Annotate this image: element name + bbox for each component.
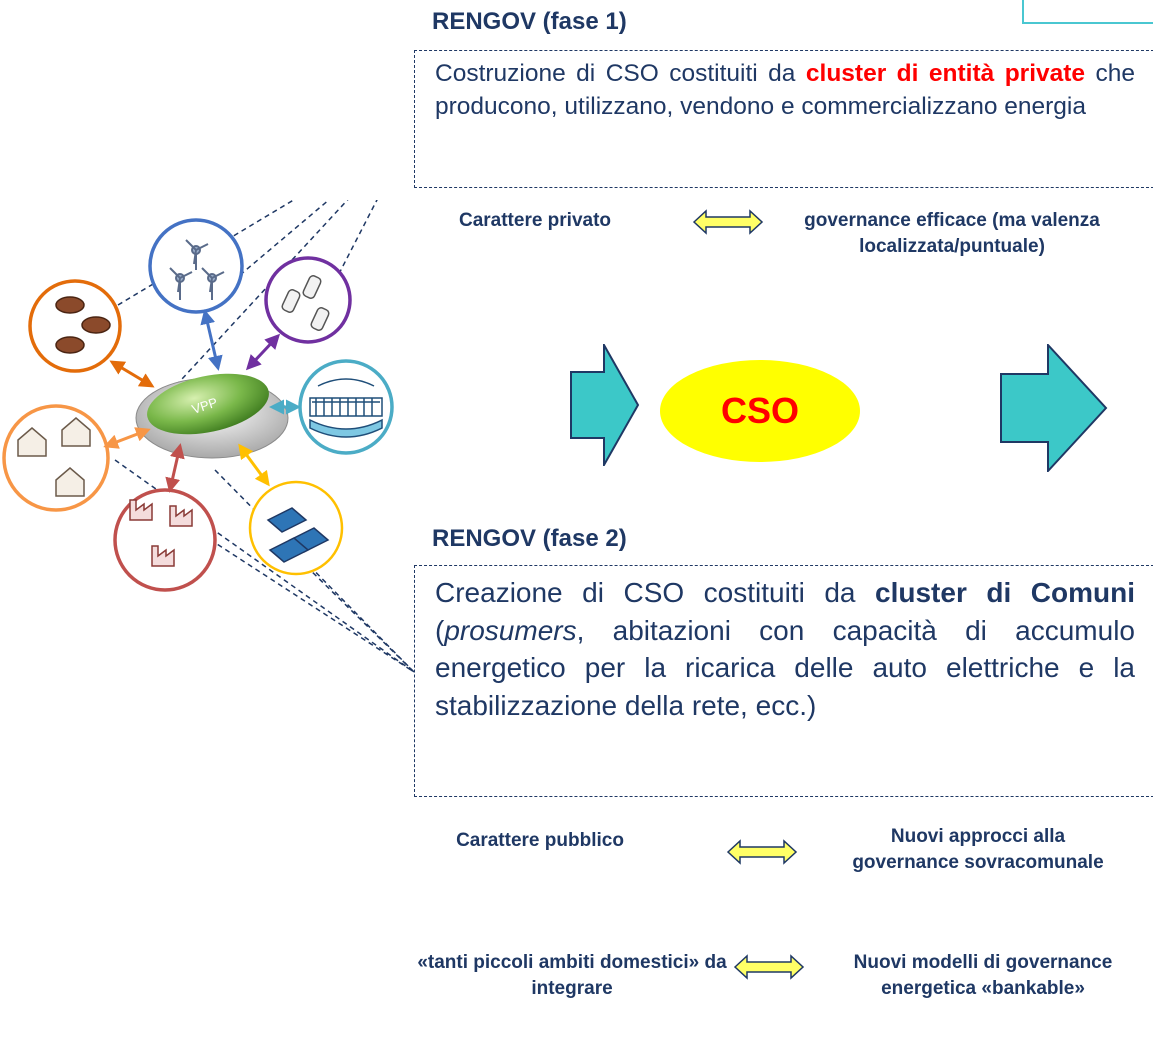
phase2-paren: ( [435, 614, 445, 646]
hub-arrows [103, 309, 301, 493]
phase2-italic: prosumers [444, 614, 577, 646]
phase2-row2-double-arrow [733, 954, 805, 980]
wind-turbine-icon [169, 239, 225, 300]
solar-circle [248, 480, 344, 576]
phase2-box: Creazione di CSO costituiti da cluster d… [414, 565, 1153, 797]
right-block-arrow [1000, 344, 1108, 472]
phase1-box: Costruzione di CSO costituiti da cluster… [414, 50, 1153, 188]
solar-panel-icon [266, 507, 330, 563]
phase2-row2-right: Nuovi modelli di governance energetica «… [853, 952, 1113, 999]
phase1-text-before: Costruzione di CSO costituiti da [435, 60, 806, 87]
corner-decoration [1022, 0, 1153, 24]
phase2-row1-double-arrow [726, 839, 798, 865]
vpp-hub: VPP [135, 373, 289, 459]
phase2-text-after: , abitazioni con capacità di accumulo en… [435, 614, 1135, 721]
cso-label: CSO [720, 390, 799, 431]
phase1-text-after: che producono, utilizzano, vendono e com… [435, 60, 1135, 121]
phase2-text-before: Creazione di CSO costituiti da [435, 577, 876, 608]
phase2-highlight: cluster di Comuni [875, 577, 1135, 608]
phase2-title: RENGOV (fase 2) [432, 525, 627, 552]
left-block-arrow [570, 344, 640, 466]
house-icon [17, 417, 91, 497]
cso-ellipse: CSO [660, 360, 860, 462]
phase2-row1-left: Carattere pubblico [456, 830, 624, 851]
phase1-right-label: governance efficace (ma valenza localizz… [804, 210, 1100, 257]
log-icon [55, 296, 111, 354]
phase2-row2-left: «tanti piccoli ambiti domestici» da inte… [417, 952, 727, 999]
factory-icon [129, 499, 193, 567]
phase1-title: RENGOV (fase 1) [432, 8, 627, 35]
phase2-row1-right: Nuovi approcci alla governance sovracomu… [852, 826, 1104, 873]
phase1-highlight: cluster di entità private [805, 60, 1086, 87]
dam-icon [309, 378, 383, 438]
biomass-circle [28, 279, 122, 373]
phase1-left-label: Carattere privato [458, 210, 612, 231]
phase1-double-arrow [692, 209, 764, 235]
vpp-diagram: VPP [2, 200, 415, 673]
battery-circle [264, 256, 352, 344]
battery-icon [281, 275, 330, 331]
